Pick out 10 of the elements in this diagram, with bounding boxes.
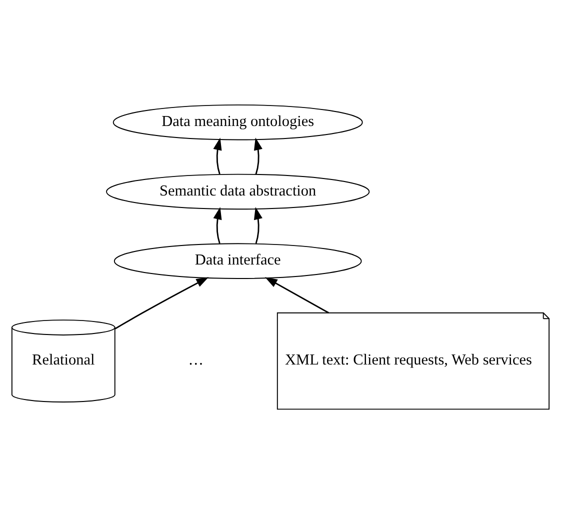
arrow bbox=[114, 276, 209, 329]
node-ellipse: Data interface bbox=[114, 242, 362, 278]
arrow bbox=[213, 137, 222, 174]
node-ellipse: Semantic data abstraction bbox=[106, 173, 370, 210]
arrow bbox=[254, 206, 262, 244]
arrow bbox=[254, 137, 262, 174]
node-ellipse: Data meaning ontologies bbox=[112, 104, 363, 140]
label: … bbox=[188, 351, 204, 368]
arrow bbox=[213, 206, 222, 244]
arrow bbox=[264, 276, 329, 313]
